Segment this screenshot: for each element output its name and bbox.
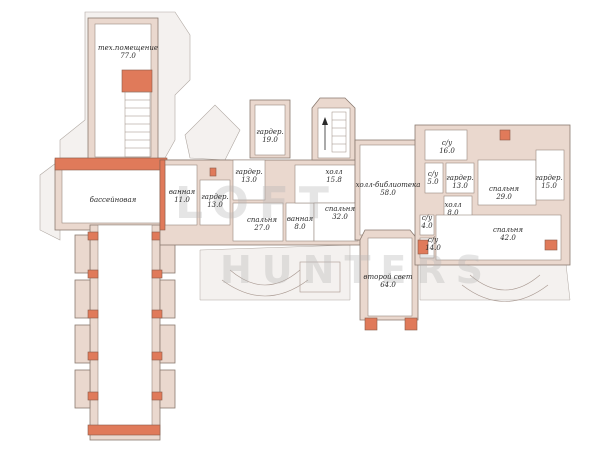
room-name: холл	[325, 168, 343, 176]
watermark-line1: LOFT	[175, 178, 339, 229]
room-name: ванная	[168, 188, 196, 196]
room-label-tech: тех.помещение 77.0	[98, 44, 158, 60]
room-label-wc4: с/у 14.0	[425, 236, 441, 252]
room-area: 19.0	[262, 136, 278, 144]
east-wing	[414, 124, 571, 266]
room-area: 27.0	[254, 224, 270, 232]
room-area: 77.0	[120, 52, 136, 60]
bay-windows	[221, 261, 549, 302]
room-name: бассейновая	[89, 196, 137, 204]
room-label-wc2: с/у 5.0	[427, 170, 438, 186]
room-name: гардер.	[256, 128, 284, 136]
room-name: тех.помещение	[97, 44, 159, 52]
room-area: 13.0	[241, 176, 257, 184]
room-name: гардер.	[446, 174, 474, 182]
room-area: 13.0	[207, 201, 223, 209]
room-name: холл	[444, 201, 462, 209]
room-name: второй свет	[363, 273, 413, 281]
room-area: 13.0	[452, 182, 468, 190]
room-area: 16.0	[439, 147, 455, 155]
room-area: 14.0	[425, 244, 441, 252]
room-label-bath1: ванная 11.0	[169, 188, 195, 204]
room-area: 4.0	[421, 222, 433, 230]
tech-room-block	[87, 17, 159, 164]
watermark-line2: HUNTERS	[220, 248, 493, 292]
room-label-wc3: с/у 4.0	[421, 214, 432, 230]
room-name: спальня	[246, 216, 278, 224]
room-name: ванная	[286, 215, 314, 223]
room-label-bed4: спальня 42.0	[493, 226, 523, 242]
room-area: 29.0	[496, 193, 512, 201]
library-block	[354, 139, 426, 241]
room-label-ward5: гардер. 15.0	[535, 174, 562, 190]
room-label-bed1: спальня 27.0	[247, 216, 277, 232]
room-name: холл-библиотека	[355, 181, 421, 189]
hall-tower	[311, 97, 356, 161]
room-name: гардер.	[235, 168, 263, 176]
room-label-ward2: гардер. 19.0	[256, 128, 283, 144]
room-label-wc1: с/у 16.0	[439, 139, 455, 155]
pool-wing	[54, 157, 231, 441]
room-label-ward1: гардер. 13.0	[201, 193, 228, 209]
room-label-hall2: холл 8.0	[444, 201, 461, 217]
room-label-bed3: спальня 29.0	[489, 185, 519, 201]
room-label-bed2: спальня 32.0	[325, 205, 355, 221]
room-area: 8.0	[447, 209, 459, 217]
room-name: гардер.	[535, 174, 563, 182]
room-name: с/у	[421, 214, 433, 222]
room-label-bath2: ванная 8.0	[287, 215, 313, 231]
central-block	[159, 99, 361, 246]
room-area: 15.0	[541, 182, 557, 190]
room-area: 32.0	[332, 213, 348, 221]
room-area: 8.0	[294, 223, 306, 231]
room-label-hall1: холл 15.8	[325, 168, 342, 184]
room-name: с/у	[427, 236, 439, 244]
room-name: спальня	[492, 226, 524, 234]
room-area: 64.0	[380, 281, 396, 289]
room-area: 15.8	[326, 176, 342, 184]
room-label-pool: бассейновая	[90, 196, 137, 204]
room-label-library: холл-библиотека 58.0	[356, 181, 421, 197]
room-name: спальня	[488, 185, 520, 193]
room-area: 42.0	[500, 234, 516, 242]
room-name: гардер.	[201, 193, 229, 201]
room-name: с/у	[427, 170, 439, 178]
room-name: спальня	[324, 205, 356, 213]
room-area: 58.0	[380, 189, 396, 197]
room-area: 5.0	[427, 178, 439, 186]
room-area: 11.0	[174, 196, 190, 204]
second-light-block	[359, 229, 419, 331]
room-label-second-light: второй свет 64.0	[363, 273, 412, 289]
room-label-ward4: гардер. 13.0	[446, 174, 473, 190]
room-label-ward3: гардер. 13.0	[235, 168, 262, 184]
room-name: с/у	[441, 139, 453, 147]
